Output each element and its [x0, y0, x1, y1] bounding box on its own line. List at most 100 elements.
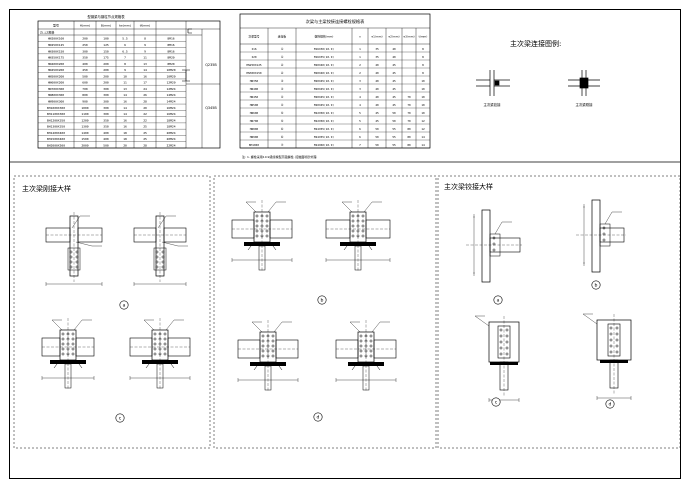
- table1-cell: HN700X300: [48, 87, 64, 91]
- bolt-hole: [609, 350, 613, 354]
- bolt-hole: [499, 328, 503, 332]
- table2-cell: 45: [392, 63, 396, 67]
- table1-cell: HN500X200: [48, 74, 64, 78]
- detail-marker-label: d: [609, 402, 612, 408]
- table1-cell: 14M24: [166, 99, 175, 103]
- table1-cell: 200: [103, 81, 109, 85]
- table1-cell: 300: [103, 99, 109, 103]
- bolt-hole: [155, 255, 159, 259]
- table2-cell: 55: [392, 135, 396, 139]
- bolt-hole: [69, 255, 73, 259]
- table1-cell: 20M24: [166, 131, 175, 135]
- table2-cell: 50: [392, 111, 396, 115]
- bolt-hole: [71, 332, 75, 336]
- rigid-connection-symbol: [568, 70, 600, 96]
- hinged-connection-symbol: [476, 70, 510, 96]
- table1-cell: 900: [82, 99, 88, 103]
- table2-cell: 40: [392, 55, 396, 59]
- table1-cell: 14: [123, 106, 127, 110]
- bolt-hole: [602, 226, 606, 230]
- table1-cell: 20: [123, 143, 127, 147]
- leader-line: [474, 315, 490, 327]
- table1-cell: 6.5: [122, 49, 128, 53]
- table2-cell: M16X35(10.9): [314, 55, 335, 59]
- table1-cell: 2000: [81, 143, 88, 147]
- bolt-hole: [71, 337, 75, 341]
- table1-cell: HN350X175: [48, 56, 64, 60]
- table2-cell: ⑤: [281, 119, 284, 123]
- bolt-hole: [75, 265, 79, 269]
- bolt-hole: [71, 352, 75, 356]
- hinge-detail-wide: [474, 315, 520, 402]
- bolt-hole: [505, 340, 509, 344]
- bolt-hole: [602, 238, 606, 242]
- table1-cell: HN400X200: [48, 62, 64, 66]
- table1-cell: 12M20: [166, 81, 175, 85]
- lower-web: [258, 245, 266, 271]
- bolt-hole: [505, 328, 509, 332]
- table1-cell: 28: [143, 99, 147, 103]
- table1-cell: 500: [103, 143, 109, 147]
- table1-cell: 150: [103, 49, 109, 53]
- bolt-hole: [615, 338, 619, 342]
- bolt-hole: [369, 344, 373, 348]
- table2-cell: 8: [422, 55, 424, 59]
- bolt-hole: [492, 248, 496, 252]
- table2-cell: ②: [281, 71, 284, 75]
- leader-line: [349, 321, 361, 333]
- table1-cell: 1100: [81, 112, 88, 116]
- bolt-hole: [265, 234, 269, 238]
- table1-cell: 25: [143, 137, 147, 141]
- table1-cell: 8M16: [167, 43, 174, 47]
- table2-cell: 4: [359, 103, 361, 107]
- table2-cell: 55: [392, 143, 396, 147]
- bolt-hole: [499, 352, 503, 356]
- table1-cell: 28: [143, 143, 147, 147]
- bolt-hole: [161, 250, 165, 254]
- lower-web: [64, 363, 72, 389]
- detail-marker: [591, 280, 601, 290]
- table2-title: 次梁与主梁铰接连接螺栓规格表: [306, 18, 365, 25]
- hinge-section-title: 主次梁铰接大样: [444, 182, 493, 191]
- table2-cell: M20X45(10.9): [314, 103, 335, 107]
- leader-line: [71, 215, 81, 229]
- table1-cell: 350: [82, 56, 88, 60]
- bolt-hole: [153, 352, 157, 356]
- table1-cell: 13: [143, 62, 147, 66]
- bolt-hole: [153, 337, 157, 341]
- leader-line: [582, 313, 598, 325]
- table1-cell: 1300: [81, 125, 88, 129]
- table2-cell: 45: [392, 95, 396, 99]
- bottom-flange-plate: [142, 360, 178, 364]
- table1-cell: 8: [144, 37, 146, 41]
- lower-web: [264, 365, 272, 391]
- leader-line: [371, 321, 381, 333]
- bolt-hole: [61, 337, 65, 341]
- table1-cell: 16: [143, 74, 147, 78]
- bolt-hole: [505, 334, 509, 338]
- table2-cell: 80: [407, 127, 411, 131]
- table2-cell: ⑥: [281, 127, 284, 131]
- bolt-hole: [609, 332, 613, 336]
- bolt-hole: [361, 214, 365, 218]
- legend-label-hinged: 主次梁铰接: [484, 102, 502, 107]
- table1-header-cell: 型号: [53, 23, 59, 28]
- table1-cell: HN250X125: [48, 43, 64, 47]
- bolt-hole: [265, 214, 269, 218]
- bolt-hole: [163, 347, 167, 351]
- main-beam-web: [481, 209, 491, 283]
- table2-cell: 45: [375, 119, 379, 123]
- table1-cell: 400: [82, 62, 88, 66]
- leader-line: [143, 319, 155, 331]
- table2-cell: M20X45(10.9): [314, 79, 335, 83]
- bolt-hole: [492, 236, 496, 240]
- table1-cell: 22: [143, 118, 147, 122]
- table2-cell: 4: [359, 95, 361, 99]
- table1-cell: BH1200X350: [47, 118, 65, 122]
- bolt-hole: [163, 342, 167, 346]
- hinge-section: 主次梁铰接大样: [437, 175, 681, 449]
- table2-cell: M20X40(10.9): [314, 71, 335, 75]
- table1-cell: 8: [124, 62, 126, 66]
